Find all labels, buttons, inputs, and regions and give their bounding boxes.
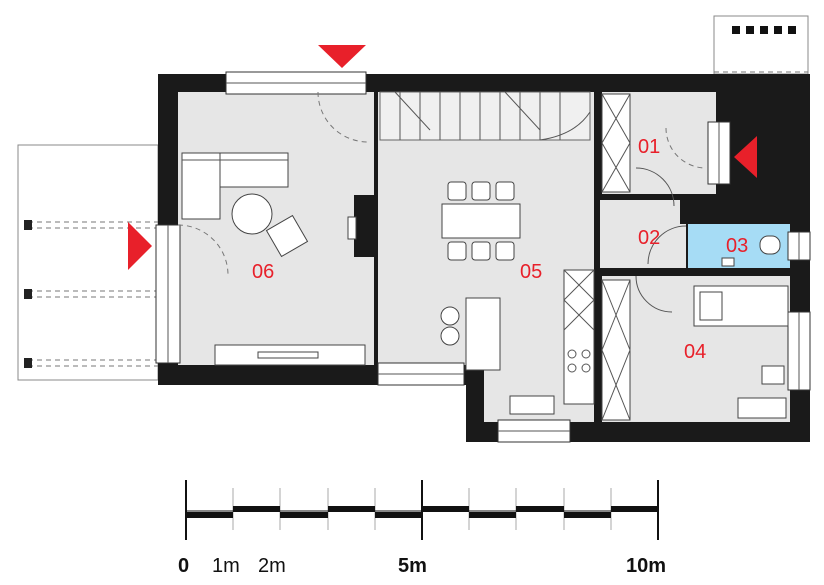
staircase [379, 91, 591, 141]
terrace [17, 144, 159, 381]
entrance-markers [128, 45, 757, 270]
dining-kitchen [440, 181, 595, 415]
interior-walls [354, 92, 810, 422]
room-number-05: 05 [520, 261, 542, 283]
entrance-marker-right [734, 136, 757, 178]
windows [155, 71, 811, 443]
entrance-marker-top [318, 45, 366, 68]
entrance-marker-left [128, 222, 152, 270]
entrance-canopy [713, 15, 809, 75]
scale-label-1m: 1m [212, 555, 240, 577]
room-labels: 01 02 03 04 05 06 [252, 136, 748, 363]
scale-label-5m: 5m [398, 555, 427, 577]
private-rooms-fixtures [601, 93, 789, 421]
scale-label-10m: 10m [626, 555, 666, 577]
room-number-06: 06 [252, 261, 274, 283]
scale-label-0: 0 [178, 555, 189, 577]
room-number-04: 04 [684, 341, 706, 363]
room-number-02: 02 [638, 227, 660, 249]
scale-label-2m: 2m [258, 555, 286, 577]
scale-bar: 0 1m 2m 5m 10m [178, 480, 666, 577]
room-number-03: 03 [726, 235, 748, 257]
room-number-01: 01 [638, 136, 660, 158]
living-furniture [177, 91, 369, 366]
